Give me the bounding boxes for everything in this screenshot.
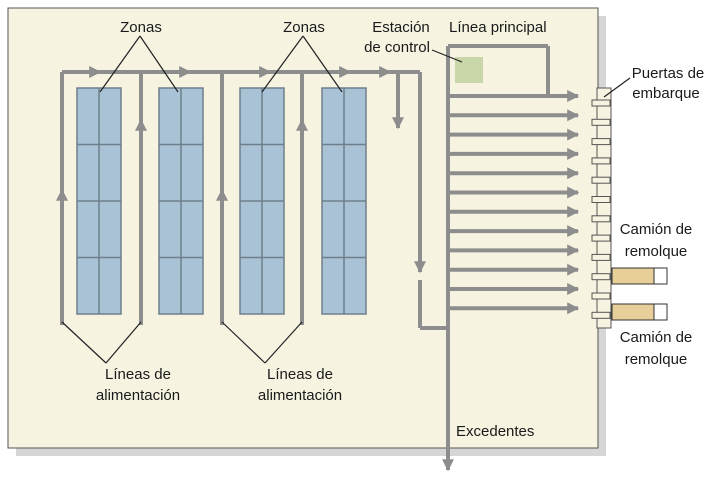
gate-door — [591, 311, 611, 319]
gate-door — [591, 99, 611, 107]
gate-door — [591, 234, 611, 242]
label-gates-2: embarque — [632, 85, 700, 102]
label-truck-top-1: Camión de — [620, 221, 693, 238]
storage-zone — [321, 87, 367, 315]
storage-zones — [76, 87, 367, 315]
label-control-station-1: Estación — [372, 19, 430, 36]
label-truck-bottom-1: Camión de — [620, 329, 693, 346]
gate-door — [591, 196, 611, 203]
label-main-line: Línea principal — [449, 19, 547, 36]
label-feed-right-1: Líneas de — [267, 366, 333, 383]
label-control-station-2: de control — [364, 39, 430, 56]
gate-door — [591, 253, 611, 261]
label-zones-right: Zonas — [283, 19, 325, 36]
shipping-gates — [591, 87, 612, 329]
truck-bottom — [611, 303, 668, 321]
truck-top — [611, 267, 668, 285]
label-surplus: Excedentes — [456, 423, 534, 440]
gate-door — [591, 118, 611, 126]
label-feed-right-2: alimentación — [258, 387, 342, 404]
gate-door — [591, 292, 611, 300]
label-truck-top-2: remolque — [625, 243, 688, 260]
label-gates-1: Puertas de — [632, 65, 705, 82]
label-truck-bottom-2: remolque — [625, 351, 688, 368]
storage-zone — [158, 87, 204, 315]
storage-zone — [239, 87, 285, 315]
label-feed-left-2: alimentación — [96, 387, 180, 404]
gate-door — [591, 215, 611, 223]
label-zones-left: Zonas — [120, 19, 162, 36]
gate-door — [591, 157, 611, 165]
gate-door — [591, 138, 611, 146]
label-feed-left-1: Líneas de — [105, 366, 171, 383]
storage-zone — [76, 87, 122, 315]
gate-door — [591, 176, 611, 184]
shipping-lanes — [448, 90, 580, 315]
gate-door — [591, 273, 611, 281]
